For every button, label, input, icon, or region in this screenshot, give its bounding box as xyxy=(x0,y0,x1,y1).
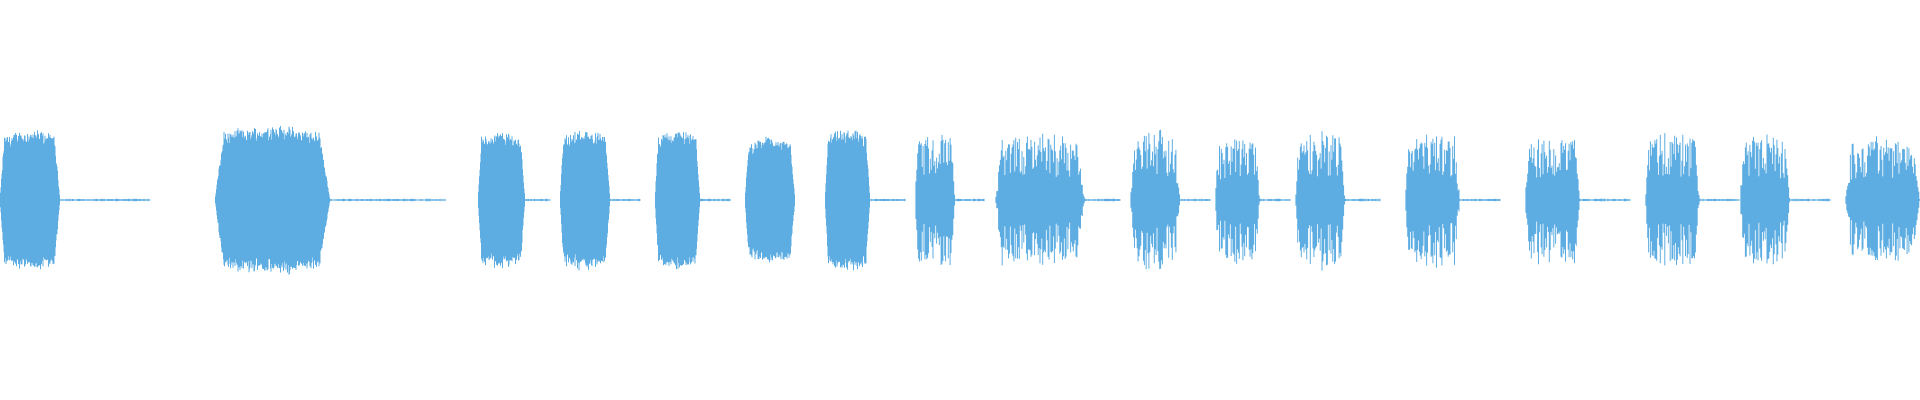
waveform-trace xyxy=(0,126,1920,275)
